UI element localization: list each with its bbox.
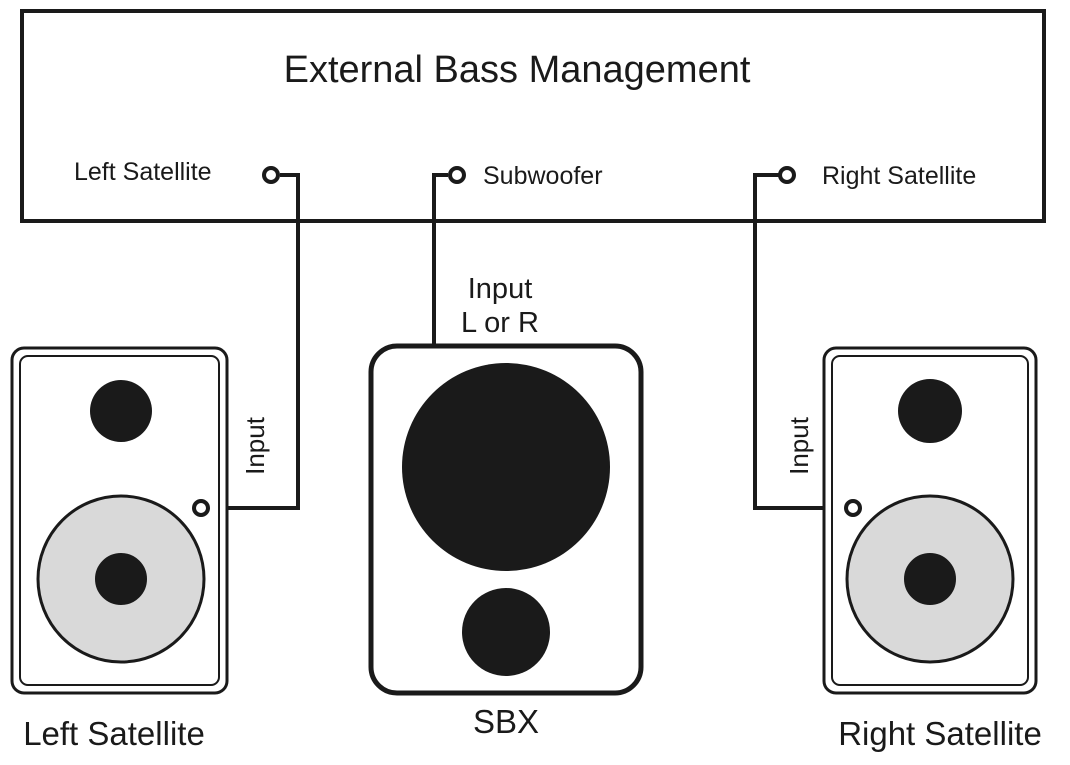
sbx-input-label-line1: Input [468, 273, 533, 305]
right-input-jack-icon [844, 499, 862, 517]
right-cable [753, 173, 846, 510]
right-satellite-output-label: Right Satellite [822, 162, 976, 190]
left-input-label: Input [240, 416, 270, 475]
subwoofer-output-label: Subwoofer [483, 162, 603, 190]
right-input-label: Input [784, 416, 814, 475]
external-bass-management-box: External Bass Management Left Satellite … [20, 9, 1046, 223]
left-woofer-dustcap-icon [95, 553, 147, 605]
sbx-input-label-line2: L or R [461, 307, 539, 339]
cables [210, 173, 846, 510]
left-satellite-name: Left Satellite [23, 715, 205, 752]
sbx-subwoofer: Input L or R [368, 273, 644, 696]
bass-box-title: External Bass Management [284, 49, 751, 91]
subwoofer-cable [432, 173, 448, 346]
right-tweeter-icon [898, 379, 962, 443]
right-woofer-dustcap-icon [904, 553, 956, 605]
left-cable [210, 173, 300, 510]
right-satellite-name: Right Satellite [838, 715, 1042, 752]
left-tweeter-icon [90, 380, 152, 442]
right-output-jack-icon [778, 166, 796, 184]
right-satellite-speaker: Input [784, 346, 1038, 695]
sbx-woofer-icon [402, 363, 610, 571]
left-satellite-output-label: Left Satellite [74, 158, 212, 186]
sbx-name: SBX [473, 703, 539, 740]
subwoofer-output-jack-icon [448, 166, 466, 184]
left-output-jack-icon [262, 166, 280, 184]
left-satellite-speaker: Input [10, 346, 270, 695]
sbx-port-icon [462, 588, 550, 676]
left-input-jack-icon [192, 499, 210, 517]
